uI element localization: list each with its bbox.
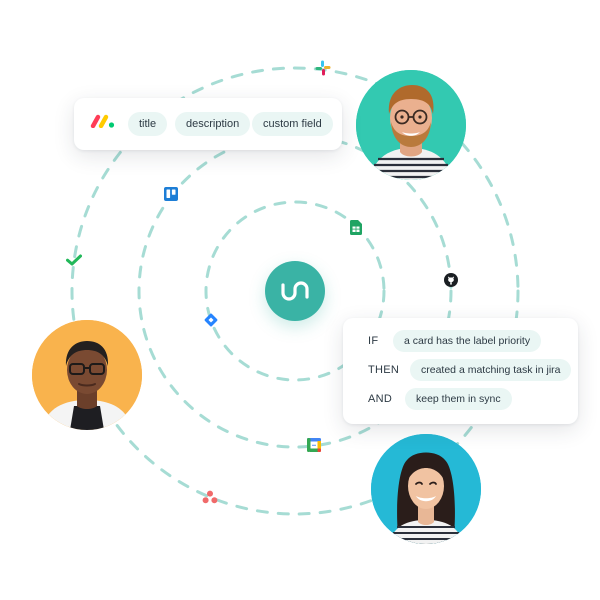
jira-icon (204, 313, 218, 327)
avatar-woman-smiling (371, 434, 481, 544)
github-icon (444, 273, 458, 287)
slack-icon (315, 60, 331, 76)
rule-keyword-and: AND (368, 393, 393, 405)
rule-action-chip: created a matching task in jira (410, 359, 572, 381)
rule-keyword-then: THEN (368, 364, 400, 376)
rule-condition-chip: a card has the label priority (393, 330, 542, 352)
rule-keyword-if: IF (368, 335, 379, 347)
field-chip-custom-field: custom field (252, 112, 333, 136)
google-calendar-icon (307, 438, 321, 452)
google-sheets-icon (350, 220, 362, 235)
monday-logo-icon (90, 114, 116, 133)
unito-logo-icon (265, 261, 325, 321)
automation-rule-card: IF a card has the label priority THEN cr… (343, 318, 578, 424)
field-chip-title: title (128, 112, 168, 136)
field-mapping-card: title description custom field (74, 98, 342, 150)
avatar-man-glasses (356, 70, 466, 180)
trello-icon (164, 187, 178, 201)
avatar-woman-glasses (32, 320, 142, 430)
asana-icon (202, 490, 218, 504)
field-chip-description: description (175, 112, 251, 136)
rule-followup-chip: keep them in sync (405, 388, 512, 410)
checkmark-icon (66, 254, 82, 266)
